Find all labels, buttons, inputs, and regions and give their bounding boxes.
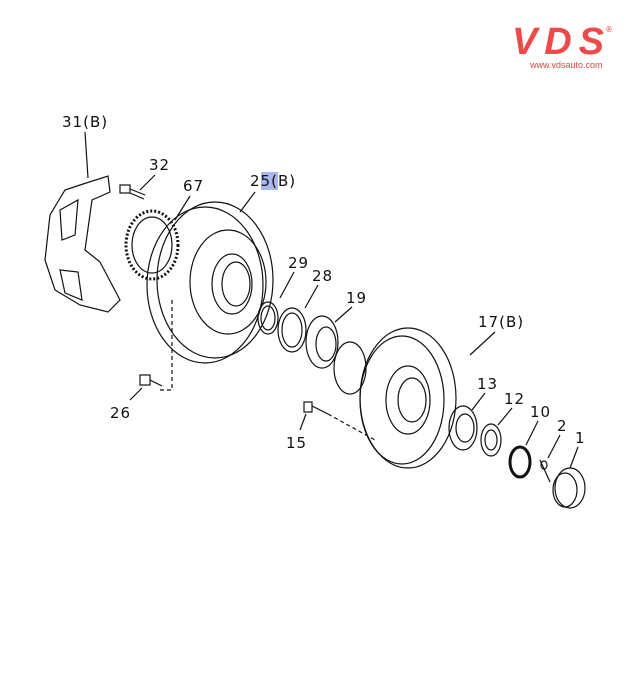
svg-text:®: ® xyxy=(605,25,612,34)
callout-25: 25(B) xyxy=(250,172,297,190)
part-seals-bearing xyxy=(257,271,353,369)
callout-29: 29 xyxy=(288,254,310,272)
callout-19: 19 xyxy=(346,289,368,307)
callout-25-post: B) xyxy=(277,172,297,190)
callout-28: 28 xyxy=(312,267,334,285)
callout-26: 26 xyxy=(110,404,132,422)
callout-25-pre: 2 xyxy=(250,172,261,190)
part-bolt-32 xyxy=(119,174,156,200)
callout-1: 1 xyxy=(575,429,586,447)
callout-12: 12 xyxy=(504,390,526,408)
svg-text:VDS: VDS xyxy=(512,22,604,58)
callout-32: 32 xyxy=(149,156,171,174)
callout-31: 31(B) xyxy=(62,113,109,131)
part-outer-components xyxy=(448,392,586,509)
callout-10: 10 xyxy=(530,403,552,421)
callout-13: 13 xyxy=(477,375,499,393)
callout-15: 15 xyxy=(286,434,308,452)
logo-url: www.vdsauto.com xyxy=(530,60,603,70)
part-brake-rotor xyxy=(146,191,274,391)
callout-67: 67 xyxy=(183,177,205,195)
callout-2: 2 xyxy=(557,417,568,435)
vds-logo: VDS ® xyxy=(512,22,612,58)
callout-25-highlight: 5( xyxy=(260,172,278,190)
part-hub xyxy=(333,327,496,469)
callout-17: 17(B) xyxy=(478,313,525,331)
part-backing-plate xyxy=(44,131,121,313)
part-bolts xyxy=(129,374,376,441)
